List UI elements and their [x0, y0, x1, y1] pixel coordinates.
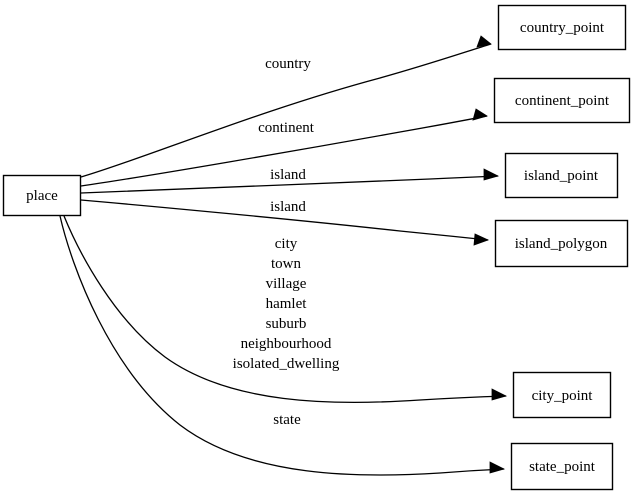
node-place-box — [2, 174, 82, 217]
node-continent-point-box — [493, 77, 631, 124]
node-country-point-label: country_point — [520, 20, 605, 36]
node-continent-point-label: continent_point — [515, 93, 610, 109]
arrowhead-island-point — [483, 168, 500, 181]
edge-label-city-group: city town village hamlet suburb neighbou… — [233, 236, 340, 372]
edge-path-continent — [80, 115, 488, 187]
node-city-point[interactable]: city_point — [512, 371, 612, 419]
node-island-point[interactable]: island_point — [504, 152, 619, 199]
edge-label-city-line-2: town — [271, 256, 302, 272]
edge-label-island-polygon: island — [270, 199, 306, 215]
node-city-point-box — [512, 371, 612, 419]
edge-place-to-state-point[interactable] — [59, 215, 506, 476]
edge-label-city-line-4: hamlet — [266, 296, 308, 312]
node-country-point[interactable]: country_point — [497, 4, 627, 51]
edge-path-island-polygon — [80, 199, 489, 241]
node-island-polygon-box — [494, 219, 629, 268]
edge-label-city-line-5: suburb — [266, 316, 307, 332]
edge-path-city — [63, 215, 507, 404]
edge-place-to-island-point[interactable] — [80, 168, 500, 194]
arrowhead-country — [476, 35, 492, 48]
node-place[interactable]: place — [2, 174, 82, 217]
node-state-point[interactable]: state_point — [510, 442, 614, 491]
edge-place-to-city-point[interactable] — [63, 215, 508, 404]
edge-path-country — [80, 43, 492, 178]
edge-label-city-line-3: village — [266, 276, 307, 292]
node-place-label: place — [26, 188, 58, 204]
node-city-point-label: city_point — [532, 388, 594, 404]
node-country-point-box — [497, 4, 627, 51]
edge-place-to-country-point[interactable] — [80, 35, 492, 178]
edge-label-island-point: island — [270, 167, 306, 183]
edge-place-to-continent-point[interactable] — [80, 108, 488, 187]
edge-path-state — [59, 215, 505, 476]
edge-label-city-line-6: neighbourhood — [241, 336, 332, 352]
node-island-point-box — [504, 152, 619, 199]
arrowhead-continent — [472, 108, 488, 121]
node-state-point-box — [510, 442, 614, 491]
arrowhead-city — [491, 388, 508, 401]
edge-label-state: state — [273, 412, 301, 428]
arrowhead-state — [489, 461, 506, 474]
edge-label-city-line-7: isolated_dwelling — [233, 356, 340, 372]
node-island-polygon-label: island_polygon — [515, 236, 608, 252]
edge-label-city-line-1: city — [275, 236, 298, 252]
node-state-point-label: state_point — [529, 459, 596, 475]
edge-label-country: country — [265, 56, 311, 72]
edge-label-continent: continent — [258, 120, 315, 136]
node-island-polygon[interactable]: island_polygon — [494, 219, 629, 268]
node-island-point-label: island_point — [524, 168, 599, 184]
edge-place-to-island-polygon[interactable] — [80, 199, 490, 246]
edge-path-island-point — [80, 175, 499, 194]
arrowhead-island-polygon — [473, 233, 490, 246]
node-continent-point[interactable]: continent_point — [493, 77, 631, 124]
